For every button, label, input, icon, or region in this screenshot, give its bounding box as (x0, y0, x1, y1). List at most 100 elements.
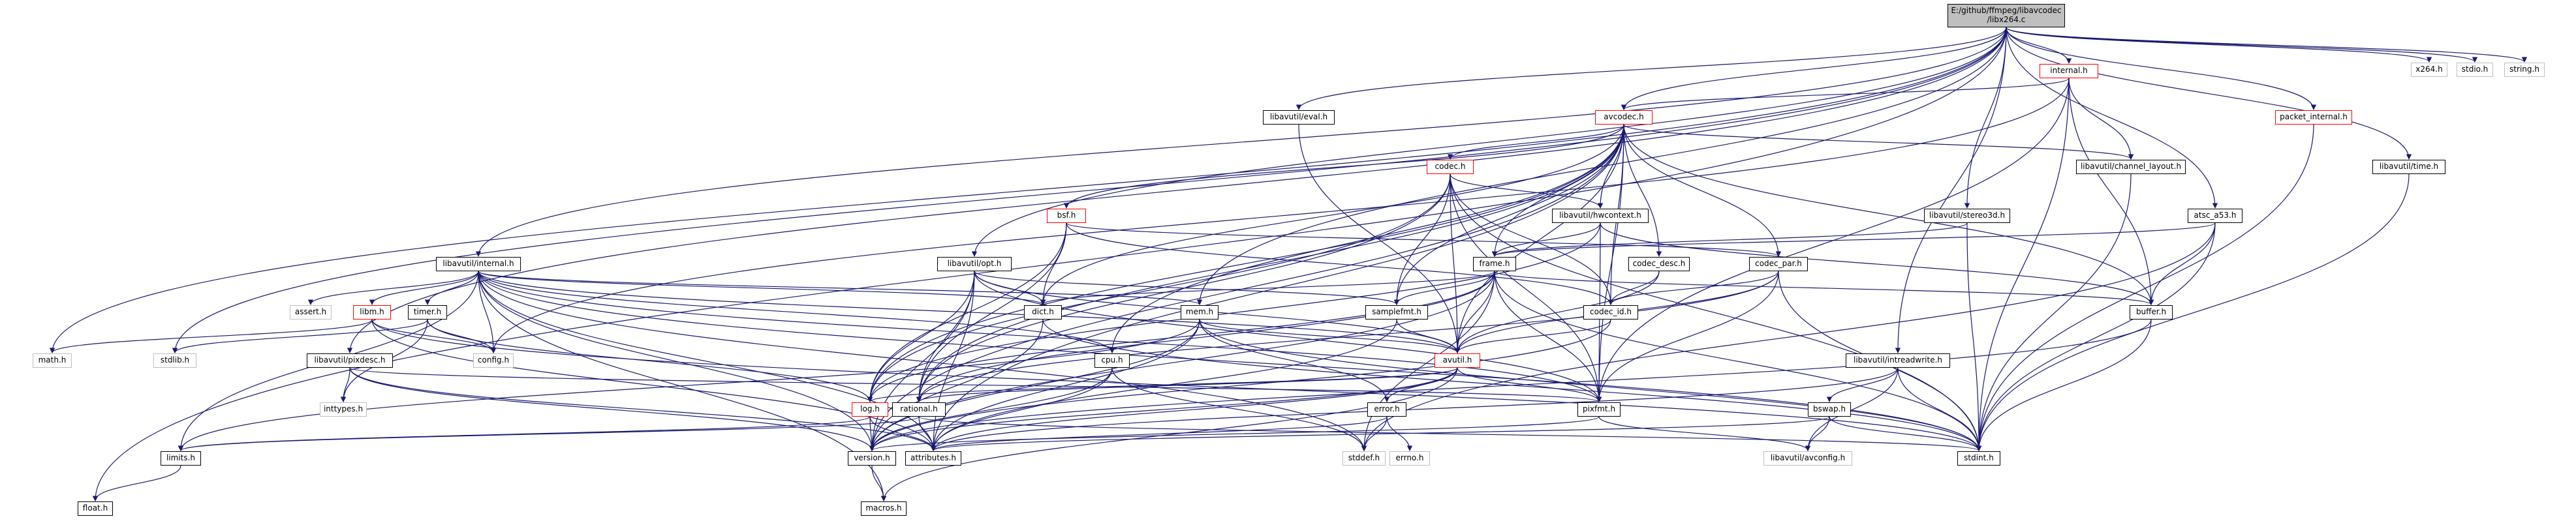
edge-libx264-to-libavutil-time-h (2006, 27, 2412, 160)
node-codec-par-h[interactable]: codec_par.h (1749, 257, 1808, 271)
node-codec-desc-h[interactable]: codec_desc.h (1628, 257, 1690, 271)
node-avcodec-h[interactable]: avcodec.h (1595, 110, 1653, 125)
node-string-h[interactable]: string.h (2504, 63, 2545, 77)
edge-libx264-to-libavutil-internal-h (475, 27, 2007, 257)
edge-libm-h-to-math-h (49, 319, 373, 353)
node-rational-h[interactable]: rational.h (892, 402, 946, 417)
edge-libavutil-intreadwrite-h-to-stdint-h (1897, 367, 1982, 451)
edge-libavutil-opt-h-to-dict-h (974, 271, 1046, 305)
node-libx264[interactable]: E:/github/ffmpeg/libavcodec /libx264.c (1948, 4, 2065, 27)
node-codec-id-h[interactable]: codec_id.h (1583, 305, 1638, 320)
node-bsf-h[interactable]: bsf.h (1047, 209, 1086, 223)
node-mem-h[interactable]: mem.h (1181, 305, 1218, 320)
node-error-h[interactable]: error.h (1367, 402, 1406, 417)
edge-version-h-to-macros-h (871, 465, 887, 501)
node-libm-h[interactable]: libm.h (353, 305, 391, 320)
node-macros-h[interactable]: macros.h (861, 501, 907, 516)
node-timer-h[interactable]: timer.h (408, 305, 447, 320)
node-libavutil-pixdesc-h[interactable]: libavutil/pixdesc.h (307, 353, 393, 368)
node-pixfmt-h[interactable]: pixfmt.h (1577, 402, 1621, 417)
node-libavutil-channel-layout-h[interactable]: libavutil/channel_layout.h (2076, 160, 2186, 174)
edge-libavutil-intreadwrite-h-to-attributes-h (930, 367, 1899, 451)
edge-avcodec-h-to-avutil-h (1454, 124, 1624, 353)
edge-atsc-a53-h-to-stdint-h (1976, 222, 2216, 451)
node-packet-internal-h[interactable]: packet_internal.h (2275, 110, 2352, 125)
edge-frame-h-to-stdint-h (1494, 271, 1982, 451)
edge-pixfmt-h-to-libavutil-avconfig-h (1598, 416, 1811, 451)
edge-packet-internal-h-to-stdint-h (1976, 124, 2314, 451)
node-inttypes-h[interactable]: inttypes.h (320, 402, 367, 417)
node-limits-h[interactable]: limits.h (161, 451, 201, 466)
node-version-h[interactable]: version.h (848, 451, 896, 466)
node-atsc-a53-h[interactable]: atsc_a53.h (2188, 209, 2242, 223)
node-config-h[interactable]: config.h (473, 353, 514, 368)
edge-frame-h-to-avutil-h (1454, 271, 1495, 353)
edge-buffer-h-to-stdint-h (1976, 319, 2152, 451)
node-attributes-h[interactable]: attributes.h (905, 451, 961, 466)
edge-avcodec-h-to-samplefmt-h (1393, 124, 1624, 305)
node-stdint-h[interactable]: stdint.h (1957, 451, 2000, 466)
edge-internal-h-to-libavutil-channel-layout-h (2068, 78, 2134, 160)
edge-frame-h-to-log-h (867, 271, 1495, 402)
edge-internal-h-to-stdint-h (1976, 78, 2070, 451)
edge-libx264-to-libavutil-opt-h (971, 27, 2007, 257)
edge-avcodec-h-to-frame-h (1491, 124, 1624, 257)
node-frame-h[interactable]: frame.h (1473, 257, 1516, 271)
edge-codec-h-to-avutil-h (1450, 173, 1461, 353)
node-stdio-h[interactable]: stdio.h (2457, 63, 2493, 77)
edge-avcodec-h-to-pixfmt-h (1596, 124, 1624, 402)
node-internal-h[interactable]: internal.h (2040, 64, 2098, 78)
edge-codec-h-to-log-h (867, 173, 1451, 402)
edge-internal-h-to-avcodec-h (1621, 78, 2070, 110)
edge-libavutil-internal-h-to-config-h (478, 271, 497, 353)
node-x264-h[interactable]: x264.h (2411, 63, 2447, 77)
edge-libx264-to-float-h (92, 27, 2007, 501)
node-libavutil-time-h[interactable]: libavutil/time.h (2372, 160, 2445, 174)
edge-libavutil-internal-h-to-dict-h (478, 271, 1046, 305)
node-avutil-h[interactable]: avutil.h (1435, 353, 1480, 368)
edge-libavutil-internal-h-to-stddef-h (478, 271, 1367, 451)
node-float-h[interactable]: float.h (78, 501, 113, 516)
edge-libavutil-hwcontext-h-to-frame-h (1491, 222, 1601, 257)
node-libavutil-eval-h[interactable]: libavutil/eval.h (1263, 110, 1335, 125)
edge-libavutil-opt-h-to-log-h (867, 271, 975, 402)
edge-limits-h-to-float-h (92, 465, 181, 501)
node-assert-h[interactable]: assert.h (290, 305, 332, 320)
node-bswap-h[interactable]: bswap.h (1808, 402, 1851, 417)
edge-libavutil-stereo3d-h-to-stdint-h (1966, 222, 1982, 451)
edge-cpu-h-to-version-h (869, 367, 1113, 451)
edge-codec-id-h-to-avutil-h (1454, 319, 1611, 353)
node-libavutil-internal-h[interactable]: libavutil/internal.h (436, 257, 521, 271)
edge-libavutil-pixdesc-h-to-inttypes-h (340, 367, 350, 402)
edge-avcodec-h-to-dict-h (1040, 124, 1624, 305)
node-stddef-h[interactable]: stddef.h (1342, 451, 1386, 466)
node-errno-h[interactable]: errno.h (1389, 451, 1430, 466)
node-libavutil-avconfig-h[interactable]: libavutil/avconfig.h (1763, 451, 1852, 466)
node-buffer-h[interactable]: buffer.h (2130, 305, 2173, 320)
edge-frame-h-to-rational-h (916, 271, 1495, 402)
node-codec-h[interactable]: codec.h (1427, 160, 1474, 174)
edge-avcodec-h-to-rational-h (916, 124, 1624, 402)
edge-bswap-h-to-libavutil-avconfig-h (1805, 416, 1830, 451)
edge-libavutil-hwcontext-h-to-buffer-h (1600, 222, 2154, 305)
edge-libx264-to-packet-internal-h (2006, 27, 2317, 110)
node-libavutil-opt-h[interactable]: libavutil/opt.h (937, 257, 1012, 271)
node-dict-h[interactable]: dict.h (1024, 305, 1062, 320)
edge-internal-h-to-config-h (490, 78, 2070, 353)
edge-internal-h-to-buffer-h (2068, 78, 2154, 305)
node-libavutil-intreadwrite-h[interactable]: libavutil/intreadwrite.h (1846, 353, 1950, 368)
node-libavutil-hwcontext-h[interactable]: libavutil/hwcontext.h (1552, 209, 1649, 223)
node-cpu-h[interactable]: cpu.h (1094, 353, 1130, 368)
edge-libx264-to-libavutil-intreadwrite-h (1895, 27, 2007, 353)
edge-libx264-to-libavutil-stereo3d-h (1964, 27, 2007, 209)
node-math-h[interactable]: math.h (33, 353, 72, 368)
edge-libavutil-internal-h-to-assert-h (307, 271, 479, 305)
node-samplefmt-h[interactable]: samplefmt.h (1365, 305, 1428, 320)
node-stdlib-h[interactable]: stdlib.h (153, 353, 196, 368)
node-libavutil-stereo3d-h[interactable]: libavutil/stereo3d.h (1924, 209, 2010, 223)
edge-rational-h-to-limits-h (178, 416, 920, 451)
edge-avcodec-h-to-buffer-h (1623, 124, 2154, 305)
node-log-h[interactable]: log.h (852, 402, 888, 417)
edge-codec-par-h-to-pixfmt-h (1596, 271, 1779, 402)
